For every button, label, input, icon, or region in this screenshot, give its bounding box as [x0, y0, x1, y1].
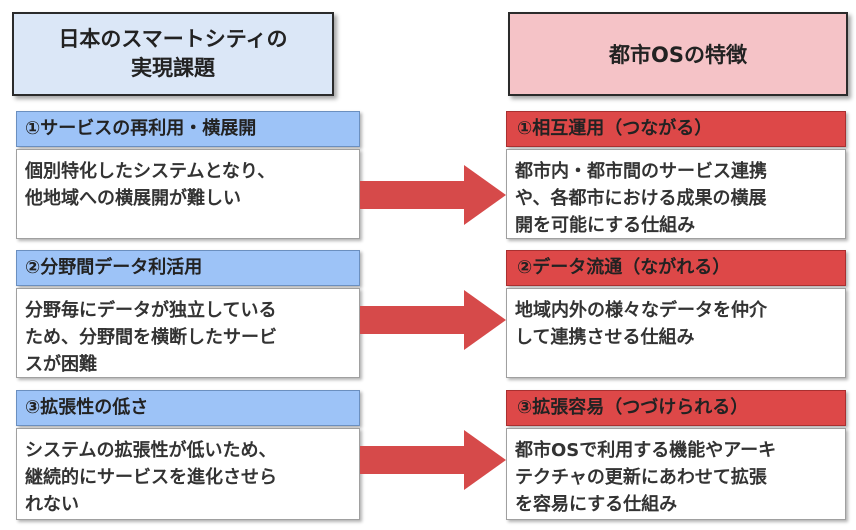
challenge-1-line-1: 個別特化したシステムとなり、 — [25, 161, 276, 182]
right-column-header: 都市OSの特徴 — [508, 12, 848, 96]
feature-3-line-2: テクチャの更新にあわせて拡張 — [515, 467, 767, 488]
challenge-3-line-2: 継続的にサービスを進化させら — [25, 467, 277, 488]
feature-1-description: 都市内・都市間のサービス連携 や、各都市における成果の横展 開を可能にする仕組み — [506, 149, 846, 239]
challenge-2-description: 分野毎にデータが独立している ため、分野間を横断したサービ スが困難 — [16, 288, 360, 378]
challenge-2-line-3: スが困難 — [25, 354, 97, 375]
feature-1-line-3: 開を可能にする仕組み — [515, 215, 696, 236]
arrow-right-icon — [360, 430, 506, 490]
challenge-3-description: システムの拡張性が低いため、 継続的にサービスを進化させら れない — [16, 428, 360, 520]
feature-2-line-2: して連携させる仕組み — [515, 327, 695, 348]
challenge-2-title: ②分野間データ利活用 — [16, 250, 360, 286]
left-header-line-1: 日本のスマートシティの — [58, 27, 288, 51]
feature-1-title: ①相互運用（つながる） — [506, 111, 846, 147]
feature-1-line-2: や、各都市における成果の横展 — [515, 188, 767, 209]
challenge-1-line-2: 他地域への横展開が難しい — [25, 188, 241, 209]
arrow-right-icon — [360, 165, 506, 225]
challenge-3-line-1: システムの拡張性が低いため、 — [25, 440, 277, 461]
feature-1-line-1: 都市内・都市間のサービス連携 — [515, 161, 767, 182]
feature-3-line-3: を容易にする仕組み — [515, 494, 678, 515]
feature-3-title: ③拡張容易（つづけられる） — [506, 390, 846, 426]
feature-2-title: ②データ流通（ながれる） — [506, 250, 846, 286]
feature-2-line-1: 地域内外の様々なデータを仲介 — [515, 300, 767, 321]
challenge-1-description: 個別特化したシステムとなり、 他地域への横展開が難しい — [16, 149, 360, 239]
feature-3-line-1: 都市OSで利用する機能やアーキ — [515, 440, 777, 461]
challenge-1-title: ①サービスの再利用・横展開 — [16, 111, 360, 147]
challenge-2-line-2: ため、分野間を横断したサービ — [25, 327, 277, 348]
arrow-right-icon — [360, 290, 506, 350]
feature-3-description: 都市OSで利用する機能やアーキ テクチャの更新にあわせて拡張 を容易にする仕組み — [506, 428, 846, 520]
feature-2-description: 地域内外の様々なデータを仲介 して連携させる仕組み — [506, 288, 846, 378]
left-column-header: 日本のスマートシティの 実現課題 — [12, 12, 334, 96]
challenge-3-line-3: れない — [25, 494, 79, 515]
challenge-3-title: ③拡張性の低さ — [16, 390, 360, 426]
left-header-line-2: 実現課題 — [130, 56, 215, 80]
challenge-2-line-1: 分野毎にデータが独立している — [25, 300, 277, 321]
